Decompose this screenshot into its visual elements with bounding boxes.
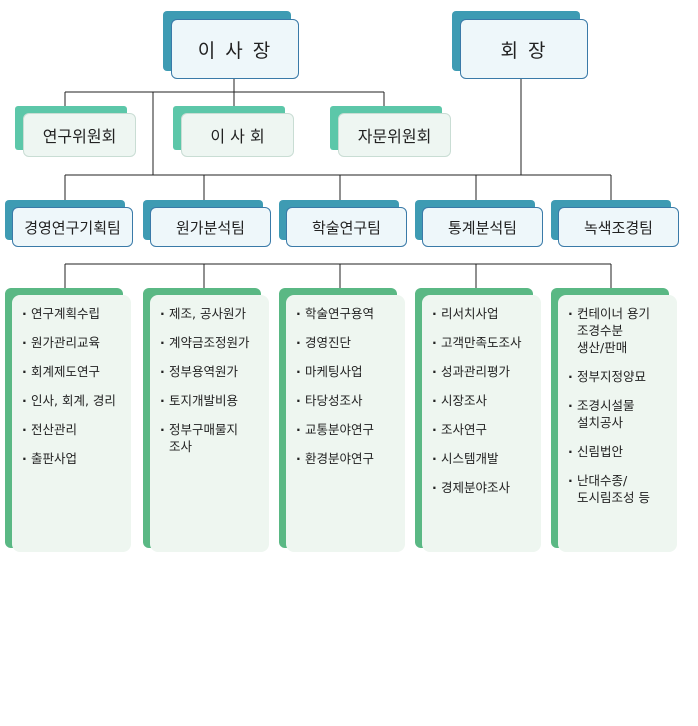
duty-item: 신림법안: [568, 443, 671, 460]
duty-list: 제조, 공사원가계약금조정원가정부용역원가토지개발비용정부구매물지조사: [160, 305, 263, 455]
node-label: 학술연구팀: [286, 207, 407, 247]
duty-item: 출판사업: [22, 450, 125, 467]
duty-item: 환경분야연구: [296, 450, 399, 467]
duty-item: 정부지정양묘: [568, 368, 671, 385]
duty-item: 정부용역원가: [160, 363, 263, 380]
duty-card: 컨테이너 용기조경수분생산/판매정부지정양묘조경시설물설치공사신림법안난대수종/…: [558, 295, 677, 552]
duty-item: 난대수종/도시림조성 등: [568, 472, 671, 506]
node-label: 자문위원회: [338, 113, 451, 157]
duty-item: 토지개발비용: [160, 392, 263, 409]
duty-card: 리서치사업고객만족도조사성과관리평가시장조사조사연구시스템개발경제분야조사: [422, 295, 541, 552]
node-president-label: 회 장: [460, 19, 588, 79]
duty-item: 타당성조사: [296, 392, 399, 409]
duty-item: 교통분야연구: [296, 421, 399, 438]
duty-item: 제조, 공사원가: [160, 305, 263, 322]
duty-item: 고객만족도조사: [432, 334, 535, 351]
duty-item: 시스템개발: [432, 450, 535, 467]
duty-list: 연구계획수립원가관리교육회계제도연구인사, 회계, 경리전산관리출판사업: [22, 305, 125, 467]
duty-list: 학술연구용역경영진단마케팅사업타당성조사교통분야연구환경분야연구: [296, 305, 399, 467]
duty-item: 성과관리평가: [432, 363, 535, 380]
node-board-chair-label: 이 사 장: [171, 19, 299, 79]
node-label: 경영연구기획팀: [12, 207, 133, 247]
duty-item: 인사, 회계, 경리: [22, 392, 125, 409]
node-label: 녹색조경팀: [558, 207, 679, 247]
duty-list: 컨테이너 용기조경수분생산/판매정부지정양묘조경시설물설치공사신림법안난대수종/…: [568, 305, 671, 506]
duty-item: 마케팅사업: [296, 363, 399, 380]
duty-list: 리서치사업고객만족도조사성과관리평가시장조사조사연구시스템개발경제분야조사: [432, 305, 535, 496]
duty-item: 전산관리: [22, 421, 125, 438]
duty-item: 조사연구: [432, 421, 535, 438]
duty-item: 학술연구용역: [296, 305, 399, 322]
node-label: 통계분석팀: [422, 207, 543, 247]
duty-item: 경영진단: [296, 334, 399, 351]
node-label: 원가분석팀: [150, 207, 271, 247]
duty-item: 경제분야조사: [432, 479, 535, 496]
duty-card: 제조, 공사원가계약금조정원가정부용역원가토지개발비용정부구매물지조사: [150, 295, 269, 552]
node-label: 연구위원회: [23, 113, 136, 157]
duty-item: 회계제도연구: [22, 363, 125, 380]
duty-item: 리서치사업: [432, 305, 535, 322]
duty-item: 시장조사: [432, 392, 535, 409]
duty-item: 연구계획수립: [22, 305, 125, 322]
node-label: 이 사 회: [181, 113, 294, 157]
duty-item: 계약금조정원가: [160, 334, 263, 351]
duty-card: 연구계획수립원가관리교육회계제도연구인사, 회계, 경리전산관리출판사업: [12, 295, 131, 552]
duty-card: 학술연구용역경영진단마케팅사업타당성조사교통분야연구환경분야연구: [286, 295, 405, 552]
duty-item: 원가관리교육: [22, 334, 125, 351]
